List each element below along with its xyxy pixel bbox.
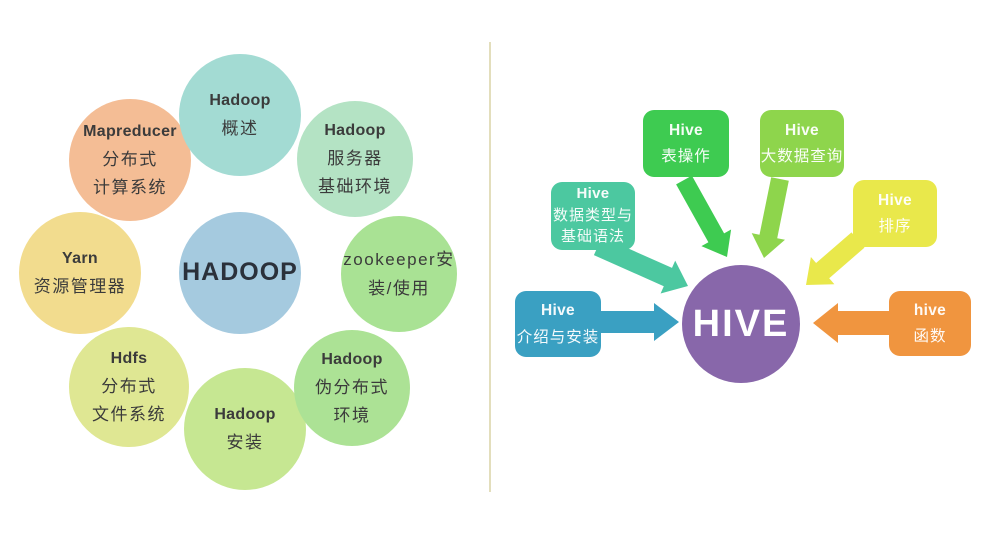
bubble-hadoop-center-label: HADOOP — [182, 258, 298, 287]
arrow-sort — [806, 232, 865, 285]
bubble-hadoop-server-label: 服务器 — [327, 148, 383, 168]
arrow-functions — [813, 303, 890, 343]
box-hive-table-ops-label: 表操作 — [661, 148, 711, 165]
arrow-big-data-query — [751, 177, 789, 258]
bubble-mapreducer-label: 分布式 — [102, 149, 158, 169]
box-hive-intro-install-label: Hive — [541, 302, 575, 320]
box-hive-big-data-query-label: Hive — [785, 121, 819, 139]
box-hive-sort-label: 排序 — [878, 218, 912, 235]
bubble-hadoop-install: Hadoop 安装 — [184, 368, 306, 490]
bubble-hdfs: Hdfs 分布式文件系统 — [69, 327, 189, 447]
bubble-zookeeper: zookeeper安装/使用 — [341, 216, 457, 332]
box-hive-sort-label: Hive — [878, 191, 912, 209]
box-hive-sort: Hive 排序 — [853, 180, 937, 247]
bubble-mapreducer-label: 计算系统 — [93, 178, 167, 197]
bubble-zookeeper-label: 装/使用 — [368, 278, 430, 298]
bubble-hadoop-overview: Hadoop 概述 — [179, 54, 301, 176]
bubble-hdfs-label: 文件系统 — [92, 405, 166, 424]
divider-line — [489, 42, 491, 492]
bubble-yarn-label: 资源管理器 — [33, 276, 127, 296]
bubble-hdfs-label: Hdfs — [110, 349, 148, 367]
bubble-yarn: Yarn 资源管理器 — [19, 212, 141, 334]
arrow-table-ops — [676, 175, 732, 257]
arrow-intro-install — [598, 303, 679, 341]
bubble-zookeeper-label: zookeeper安 — [343, 250, 455, 270]
bubble-mapreducer: Mapreducer 分布式计算系统 — [69, 99, 191, 221]
box-hive-functions: hive 函数 — [889, 291, 971, 356]
box-hive-table-ops: Hive 表操作 — [643, 110, 729, 177]
bubble-hadoop-pseudo-label: 环境 — [333, 406, 371, 425]
box-hive-intro-install-label: 介绍与安装 — [516, 328, 600, 346]
bubble-hadoop-center: HADOOP — [179, 212, 301, 334]
box-hive-data-types-label: Hive — [576, 184, 610, 202]
bubble-hadoop-overview-label: Hadoop — [209, 91, 271, 109]
box-hive-data-types-label: 基础语法 — [560, 228, 625, 246]
bubble-mapreducer-label: Mapreducer — [83, 122, 177, 140]
bubble-hadoop-install-label: 安装 — [226, 432, 264, 452]
bubble-yarn-label: Yarn — [62, 249, 98, 267]
bubble-hadoop-pseudo-label: Hadoop — [321, 350, 383, 368]
bubble-hadoop-server: Hadoop 服务器基础环境 — [297, 101, 413, 217]
box-hive-big-data-query: Hive 大数据查询 — [760, 110, 844, 177]
box-hive-functions-label: 函数 — [913, 328, 947, 345]
bubble-hadoop-install-label: Hadoop — [214, 405, 276, 423]
bubble-hadoop-server-label: Hadoop — [324, 121, 386, 139]
bubble-hadoop-pseudo-label: 伪分布式 — [315, 377, 389, 397]
box-hive-data-types-label: 数据类型与 — [552, 206, 633, 224]
bubble-hadoop-pseudo: Hadoop 伪分布式环境 — [294, 330, 410, 446]
box-hive-data-types: Hive 数据类型与基础语法 — [551, 182, 635, 250]
arrow-data-types — [593, 236, 688, 294]
bubble-hadoop-overview-label: 概述 — [221, 118, 259, 138]
hive-hub-label: HIVE — [692, 302, 790, 345]
bubble-hadoop-server-label: 基础环境 — [318, 177, 392, 196]
box-hive-big-data-query-label: 大数据查询 — [760, 148, 844, 165]
box-hive-table-ops-label: Hive — [669, 121, 703, 139]
hive-hub-circle: HIVE — [682, 265, 800, 383]
box-hive-intro-install: Hive 介绍与安装 — [515, 291, 601, 357]
box-hive-functions-label: hive — [913, 301, 947, 319]
bubble-hdfs-label: 分布式 — [101, 376, 157, 396]
